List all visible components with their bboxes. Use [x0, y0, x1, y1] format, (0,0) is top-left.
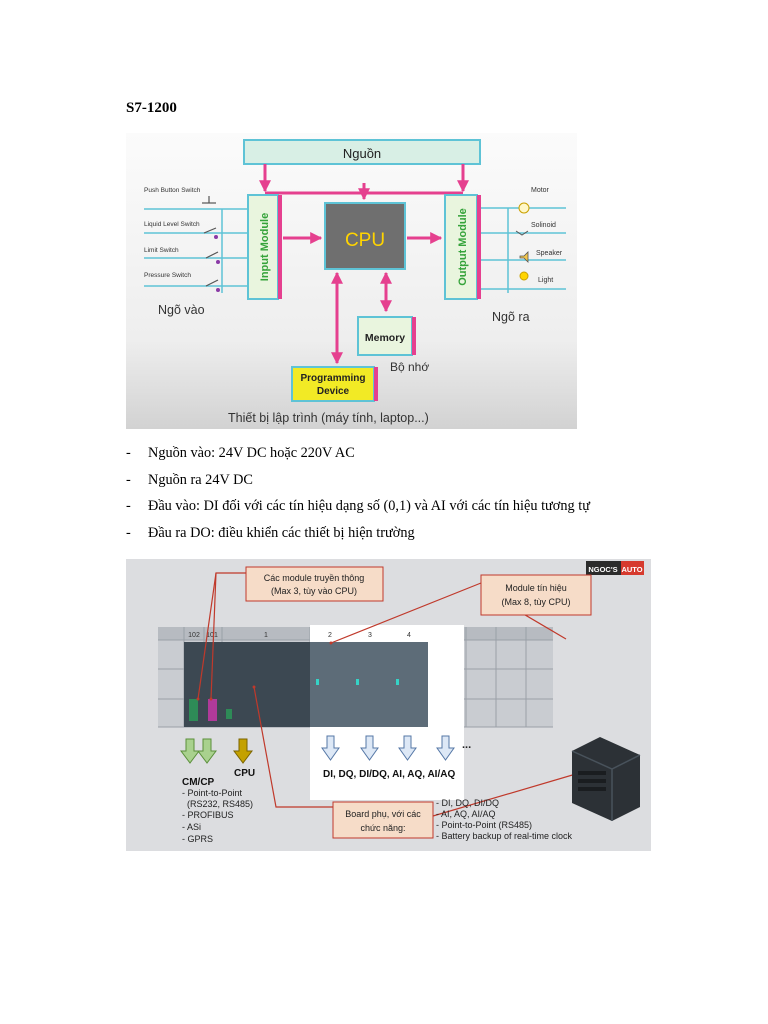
- comm-modules-callout: Các module truyền thông (Max 3, tùy vào …: [245, 566, 384, 602]
- output-caption: Ngõ ra: [492, 310, 530, 324]
- cpu-caption: CPU: [234, 768, 255, 779]
- s7-1200-module-layout: NGOC'S AUTO 102 101 1 2 3 4: [126, 559, 651, 851]
- brand-badge: NGOC'S AUTO: [586, 561, 644, 575]
- input-device-label: Push Button Switch: [144, 187, 201, 194]
- memory-block: Memory: [357, 316, 416, 356]
- sm-arrow-icons: [321, 735, 455, 761]
- more-modules-ellipsis: ...: [462, 739, 471, 751]
- section-heading: S7-1200: [126, 100, 177, 116]
- cmcp-list: - Point-to-Point (RS232, RS485) - PROFIB…: [182, 788, 253, 844]
- list-item-text: Đầu ra DO: điều khiển các thiết bị hiện …: [148, 524, 415, 541]
- board-item: - DI, DQ, DI/DQ: [436, 798, 499, 808]
- board-item: - Battery backup of real-time clock: [436, 831, 573, 841]
- power-block: Nguồn: [243, 139, 481, 165]
- output-module-label: Output Module: [457, 208, 469, 286]
- speaker-icon: [519, 251, 529, 263]
- callout-text: chức năng:: [360, 823, 405, 833]
- list-item-text: Đầu vào: DI đối với các tín hiệu dạng số…: [148, 498, 590, 514]
- cpu-block: CPU: [324, 202, 406, 270]
- board-item: - Point-to-Point (RS485): [436, 820, 532, 830]
- memory-label: Memory: [365, 332, 405, 344]
- cmcp-title: CM/CP: [182, 777, 215, 788]
- brand-text: AUTO: [621, 565, 642, 574]
- slot-label: 4: [407, 632, 411, 639]
- cm-arrow-icons: [180, 738, 217, 764]
- callout-text: Các module truyền thông: [264, 573, 365, 583]
- list-item: -Đầu vào: DI đối với các tín hiệu dạng s…: [126, 498, 590, 514]
- input-devices: Push Button Switch Liquid Level Switch L…: [144, 187, 248, 317]
- cpu-arrow-icon: [233, 738, 253, 764]
- input-caption: Ngõ vào: [158, 303, 205, 317]
- input-module-label: Input Module: [259, 213, 271, 281]
- board-functions-list: - DI, DQ, DI/DQ - AI, AQ, AI/AQ - Point-…: [436, 798, 573, 841]
- signal-modules: [310, 642, 428, 727]
- brand-text: NGOC'S: [588, 565, 617, 574]
- input-device-label: Pressure Switch: [144, 272, 191, 279]
- cm-modules: [184, 642, 222, 727]
- output-device-label: Motor: [531, 187, 550, 194]
- callout-text: (Max 8, tùy CPU): [501, 597, 570, 607]
- light-icon: [519, 271, 529, 281]
- slot-label: 2: [328, 632, 332, 639]
- signal-modules-callout: Module tín hiệu (Max 8, tùy CPU): [480, 574, 592, 616]
- output-devices: Motor Solinoid Speaker Light Ngõ ra: [481, 187, 566, 324]
- cpu-module: [222, 642, 310, 727]
- callout-text: Board phụ, với các: [345, 809, 421, 819]
- solenoid-icon: [515, 230, 529, 236]
- list-item-text: Nguồn ra 24V DC: [148, 471, 253, 488]
- output-device-label: Solinoid: [531, 222, 556, 229]
- cmcp-item: - GPRS: [182, 834, 213, 844]
- cmcp-item: - Point-to-Point: [182, 788, 243, 798]
- input-module-block: Input Module: [247, 194, 282, 300]
- slot-label: 101: [206, 632, 218, 639]
- cmcp-item: (RS232, RS485): [187, 799, 253, 809]
- memory-caption: Bộ nhớ: [390, 360, 429, 374]
- list-item: -Nguồn vào: 24V DC hoặc 220V AC: [126, 445, 355, 461]
- motor-icon: [518, 202, 530, 214]
- input-device-label: Limit Switch: [144, 247, 179, 254]
- plc-block-diagram: Nguồn Input Module CPU Output Module Mem…: [126, 133, 577, 429]
- output-module-block: Output Module: [444, 194, 481, 300]
- spec-list: -Nguồn vào: 24V DC hoặc 220V AC -Nguồn r…: [126, 444, 686, 550]
- slot-label: 1: [264, 632, 268, 639]
- list-item-text: Nguồn vào: 24V DC hoặc 220V AC: [148, 445, 355, 461]
- board-item: - AI, AQ, AI/AQ: [436, 809, 496, 819]
- programming-device-line2: Device: [317, 386, 350, 397]
- callout-text: Module tín hiệu: [505, 583, 567, 593]
- signal-board-device: [571, 737, 641, 821]
- signal-board-callout: Board phụ, với các chức năng:: [332, 801, 434, 839]
- programming-device-line1: Programming: [300, 373, 365, 384]
- switch-icon: [202, 196, 219, 287]
- output-device-label: Speaker: [536, 250, 563, 257]
- list-item: -Nguồn ra 24V DC: [126, 471, 253, 488]
- cmcp-item: - PROFIBUS: [182, 810, 234, 820]
- input-device-label: Liquid Level Switch: [144, 221, 200, 228]
- cpu-label: CPU: [345, 230, 385, 251]
- callout-text: (Max 3, tùy vào CPU): [271, 586, 357, 596]
- cmcp-item: - ASi: [182, 822, 201, 832]
- power-label: Nguồn: [343, 146, 381, 161]
- programming-caption: Thiết bị lập trình (máy tính, laptop...): [228, 411, 429, 425]
- programming-device-block: Programming Device: [291, 366, 378, 402]
- slot-label: 102: [188, 632, 200, 639]
- slot-label: 3: [368, 632, 372, 639]
- sm-types-caption: DI, DQ, DI/DQ, AI, AQ, AI/AQ: [323, 769, 455, 780]
- slot-numbers: 2 3 4: [328, 632, 411, 639]
- output-device-label: Light: [538, 277, 553, 284]
- list-item: -Đầu ra DO: điều khiển các thiết bị hiện…: [126, 524, 415, 541]
